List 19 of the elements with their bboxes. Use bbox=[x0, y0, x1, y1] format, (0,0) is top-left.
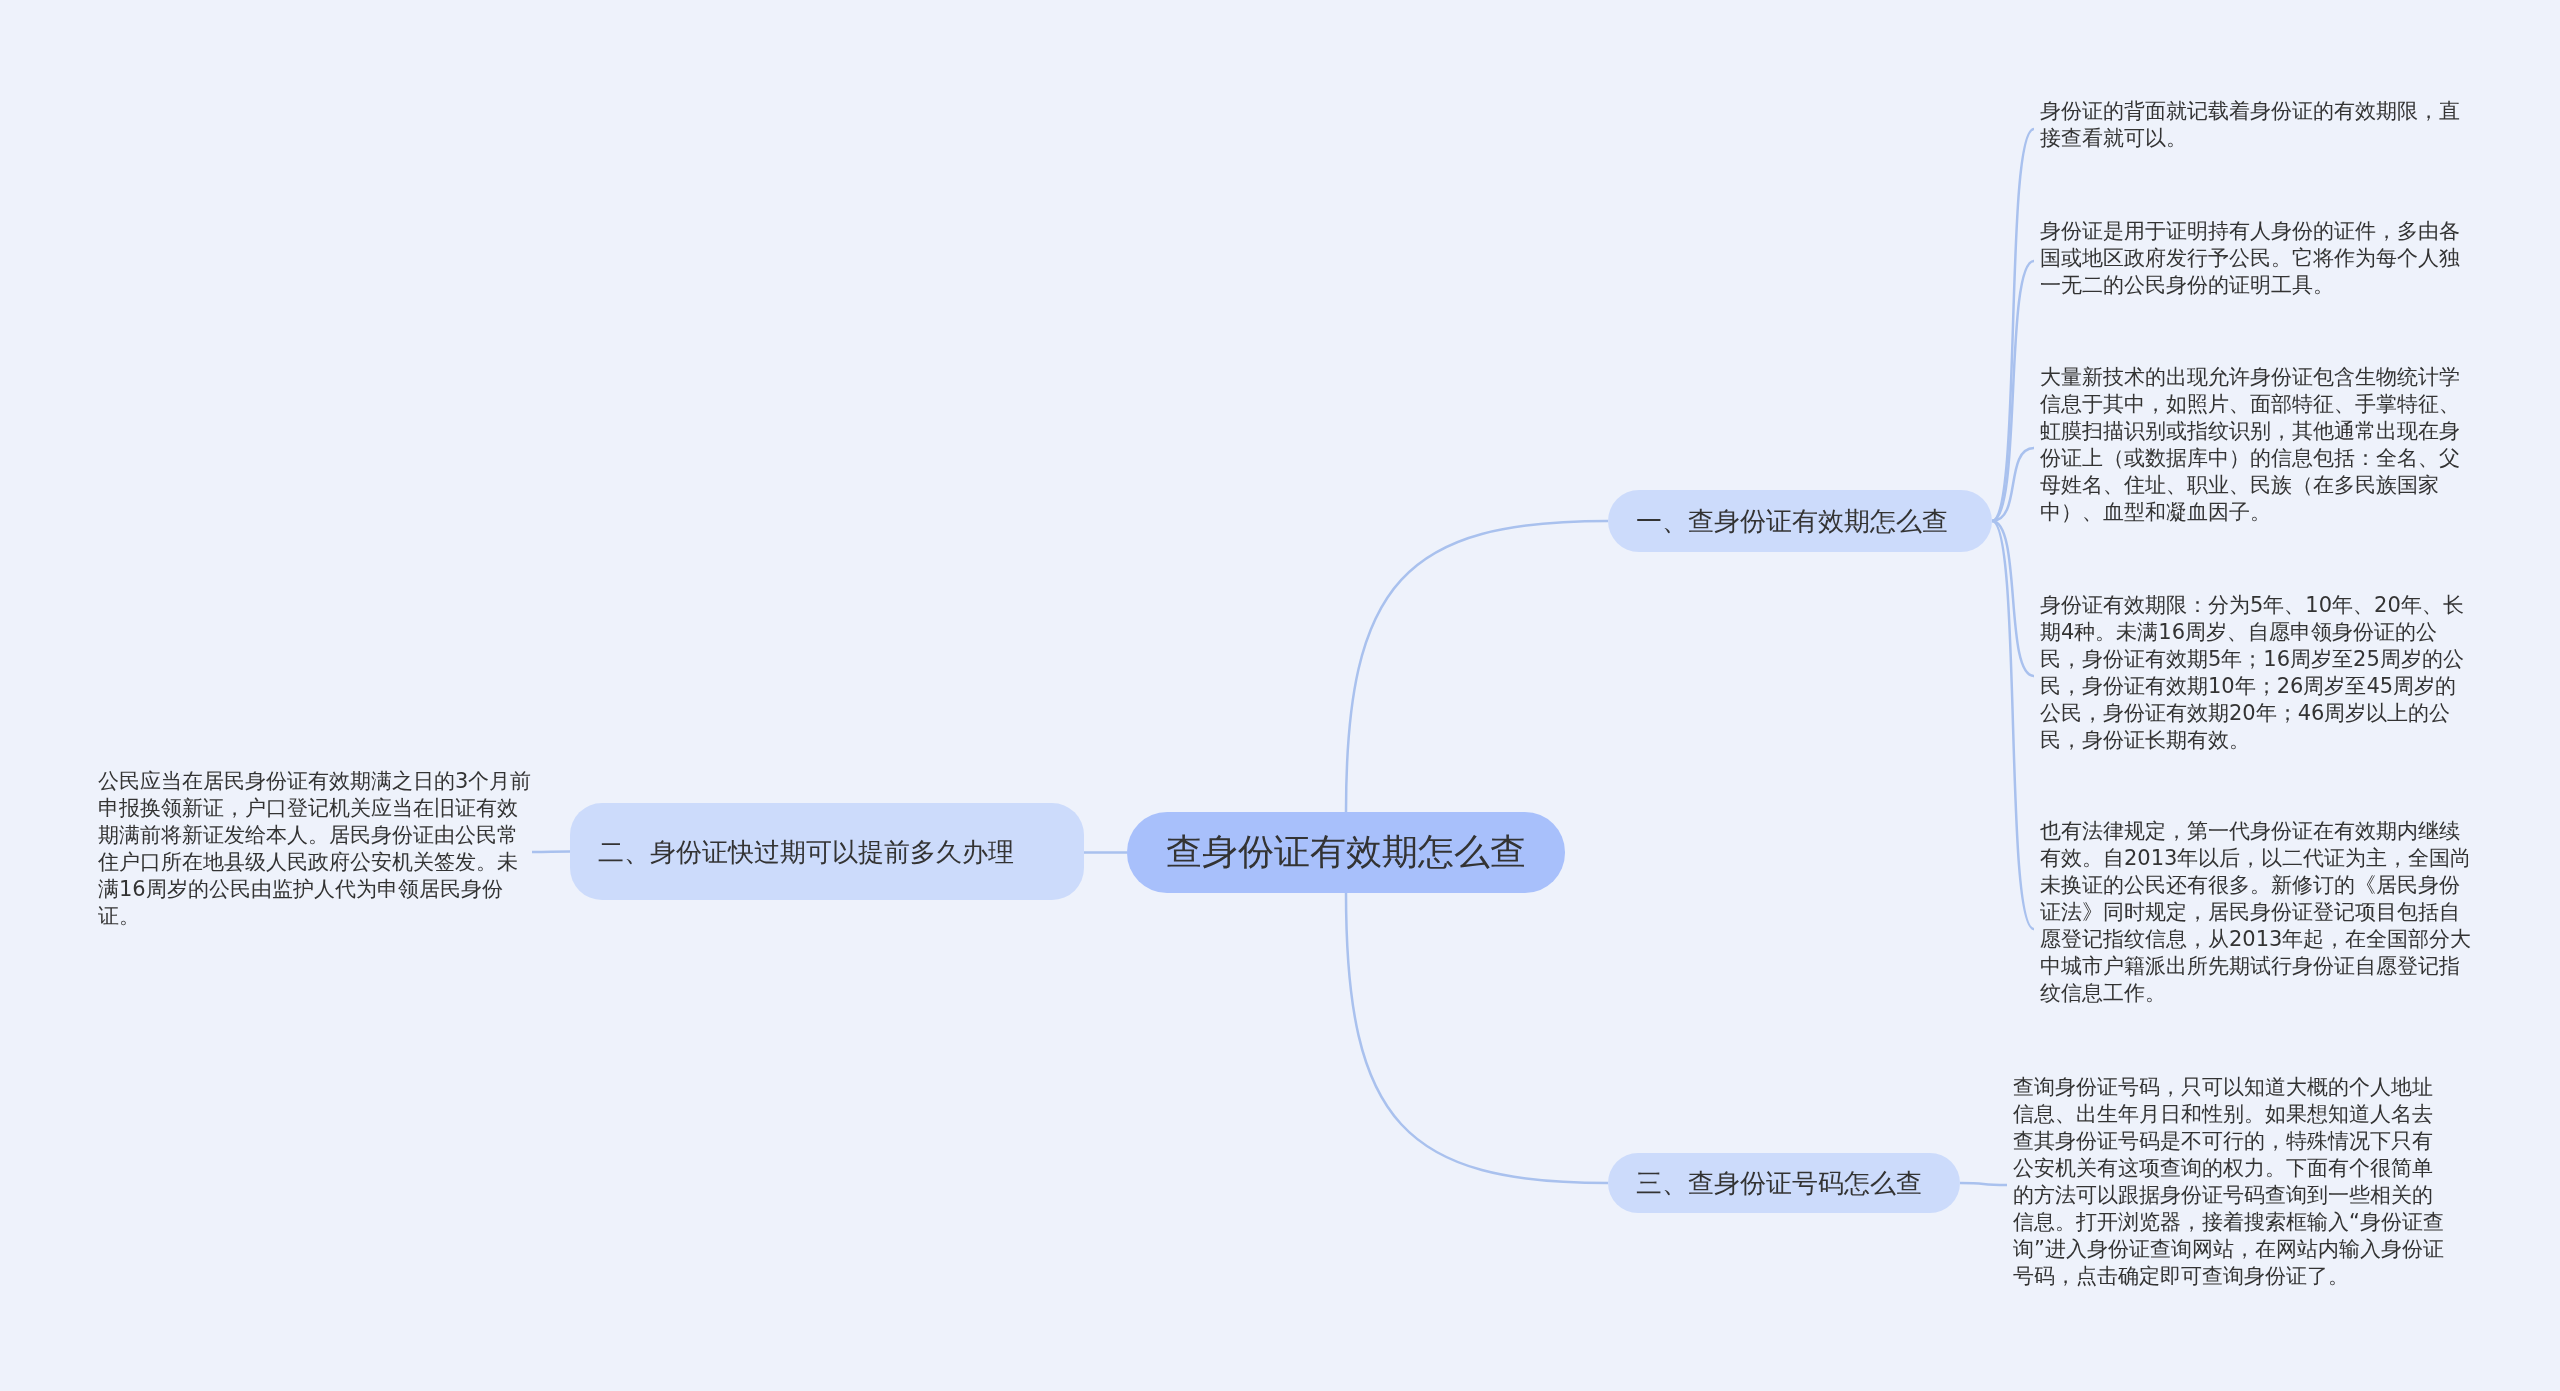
connector-line bbox=[1991, 519, 2035, 678]
note-text: 查询身份证号码，只可以知道大概的个人地址信息、出生年月日和性别。如果想知道人名去查其身份证号码是不可行的，特殊情况下只有公安机关有这项查询的权力。下面有个很简单的方法可以跟据身份证号码查询到一些相关的信息。打开浏览器，接着搜索框输入“身份证查询”进入身份证查询网站，在网站内输入身份证号码，点击确定即可查询身份证了。 bbox=[2007, 1074, 2447, 1290]
note-text: 身份证是用于证明持有人身份的证件，多由各国或地区政府发行予公民。它将作为每个人独一无二的公民身份的证明工具。 bbox=[2034, 218, 2474, 299]
connector-line bbox=[1344, 519, 1609, 813]
note-text: 公民应当在居民身份证有效期满之日的3个月前申报换领新证，户口登记机关应当在旧证有效期满前将新证发给本人。居民身份证由公民常住户口所在地县级人民政府公安机关签发。未满16周岁的公民由监护人代为申领居民身份证。 bbox=[92, 768, 532, 930]
connector-line bbox=[1991, 128, 2035, 522]
central-topic-box: 查身份证有效期怎么查 bbox=[1127, 812, 1565, 893]
connector-line bbox=[1991, 520, 2035, 930]
connector-line bbox=[1084, 851, 1127, 854]
note-text: 大量新技术的出现允许身份证包含生物统计学信息于其中，如照片、面部特征、手掌特征、虹膜扫描识别或指纹识别，其他通常出现在身份证上（或数据库中）的信息包括：全名、父母姓名、住址、职业、民族（在多民族国家中）、血型和凝血因子。 bbox=[2034, 364, 2474, 526]
connector-line bbox=[1344, 892, 1609, 1185]
connector-line bbox=[1960, 1181, 2007, 1187]
topic-box: 三、查身份证号码怎么查 bbox=[1608, 1153, 1960, 1213]
topic-box: 一、查身份证有效期怎么查 bbox=[1608, 490, 1992, 552]
connector-line bbox=[532, 850, 570, 854]
note-text: 也有法律规定，第一代身份证在有效期内继续有效。自2013年以后，以二代证为主，全国尚未换证的公民还有很多。新修订的《居民身份证法》同时规定，居民身份证登记项目包括自愿登记指纹信息，从2013年起，在全国部分大中城市户籍派出所先期试行身份证自愿登记指纹信息工作。 bbox=[2034, 818, 2474, 1007]
note-text: 身份证的背面就记载着身份证的有效期限，直接查看就可以。 bbox=[2034, 98, 2474, 152]
note-text: 身份证有效期限：分为5年、10年、20年、长期4种。未满16周岁、自愿申领身份证的公民，身份证有效期5年；16周岁至25周岁的公民，身份证有效期10年；26周岁至45周岁的公民，身份证有效期20年；46周岁以上的公民，身份证长期有效。 bbox=[2034, 592, 2474, 754]
topic-box: 二、身份证快过期可以提前多久办理 bbox=[570, 803, 1084, 900]
